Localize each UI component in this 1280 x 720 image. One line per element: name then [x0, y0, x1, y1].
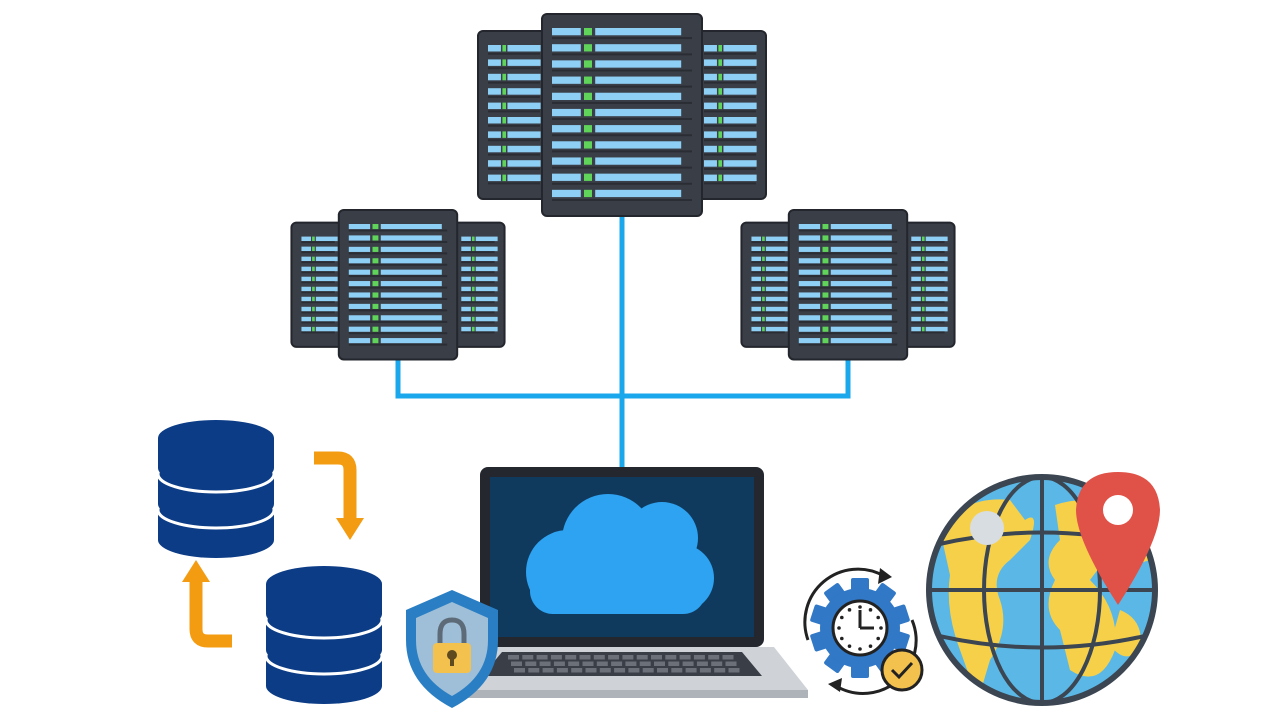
cloud-icon	[526, 494, 714, 614]
sync-arrow-up-head	[182, 560, 210, 582]
database-icon	[156, 420, 276, 558]
connector-side-racks	[395, 356, 851, 399]
database-icon	[264, 566, 384, 704]
globe-pin-icon	[926, 472, 1160, 706]
database-sync	[156, 420, 384, 704]
right-server-rack-icon	[740, 209, 956, 361]
sync-arrow-down-head	[336, 518, 364, 540]
cycle-arrow-icon	[803, 567, 885, 641]
location-pin-icon	[1076, 472, 1160, 605]
globe-dot	[970, 511, 1004, 545]
check-badge-icon	[880, 648, 924, 692]
sync-arrow-up-icon	[189, 580, 232, 648]
left-server-rack-icon	[290, 209, 506, 361]
laptop-icon	[436, 467, 808, 698]
gear-clock-icon	[803, 567, 924, 695]
sync-arrow-down-icon	[314, 451, 357, 520]
main-server-rack-icon	[477, 13, 767, 217]
network-connectors	[395, 214, 851, 470]
keyboard-keys	[508, 655, 740, 673]
laptop-edge	[436, 690, 808, 698]
shield-lock-icon	[406, 590, 498, 708]
